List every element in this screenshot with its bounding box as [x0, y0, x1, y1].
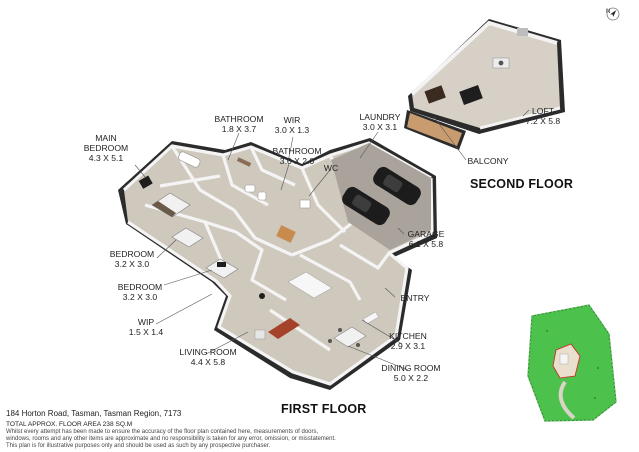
room-dims: 1.5 x 1.4 — [128, 327, 164, 337]
room-name: LOFT — [532, 106, 554, 116]
room-dims: 3.0 x 2.0 — [279, 156, 315, 166]
room-name: LAUNDRY — [359, 112, 401, 122]
room-name: BEDROOM — [117, 282, 163, 292]
room-label-balcony: BALCONY — [466, 156, 510, 166]
room-name: WIP — [137, 317, 155, 327]
kitchen-island-icon — [287, 271, 333, 299]
first-floor-plan — [118, 131, 437, 390]
bedroom-2-bed-icon — [205, 258, 239, 279]
first-floor-title: FIRST FLOOR — [281, 402, 367, 416]
room-name: GARAGE — [407, 229, 445, 239]
room-dims: 3.0 x 1.3 — [274, 125, 310, 135]
garage-car-1-icon — [373, 166, 421, 206]
room-dims: 5.0 x 2.2 — [393, 373, 429, 383]
garage-car-2-icon — [342, 186, 390, 226]
room-name: LIVING ROOM — [179, 347, 237, 357]
room-name: BATHROOM — [272, 146, 322, 156]
room-name: WIR — [283, 115, 301, 125]
room-dims: 4.4 x 5.8 — [190, 357, 226, 367]
room-label-bedroom-1: BEDROOM 3.2 x 3.0 — [104, 249, 160, 269]
bathroom-bath-icon — [177, 151, 201, 168]
room-dims: 3.2 x 3.0 — [122, 292, 158, 302]
room-label-bedroom-2: BEDROOM 3.2 x 3.0 — [112, 282, 168, 302]
main-bedroom-bed-icon — [151, 192, 191, 218]
room-name: BATHROOM — [214, 114, 264, 124]
loft-desk-icon — [492, 57, 510, 69]
total-floor-area: TOTAL APPROX. FLOOR AREA 238 SQ.M — [6, 421, 133, 428]
bedroom-1-bed-icon — [171, 227, 204, 248]
room-label-laundry: LAUNDRY 3.0 x 3.1 — [352, 112, 408, 132]
disclaimer-line-3: This plan is for illustrative purposes o… — [6, 443, 271, 449]
room-name: WC — [323, 163, 339, 173]
compass-icon — [606, 7, 620, 21]
site-house-footprint — [552, 343, 581, 379]
second-floor-title: SECOND FLOOR — [470, 177, 574, 191]
dining-table-icon — [328, 326, 367, 348]
room-label-entry: ENTRY — [396, 293, 434, 303]
second-floor-plan — [404, 19, 565, 161]
loft-ottoman-icon — [459, 85, 483, 105]
room-dims: 3.2 x 3.0 — [114, 259, 150, 269]
room-name: KITCHEN — [389, 331, 427, 341]
room-name: BEDROOM — [109, 249, 155, 259]
disclaimer-line-1: Whilst every attempt has been made to en… — [6, 429, 319, 435]
room-label-dining-room: DINING ROOM 5.0 x 2.2 — [378, 363, 444, 383]
disclaimer-line-2: windows, rooms and any other items are a… — [6, 436, 336, 442]
room-name: DINING ROOM — [381, 363, 441, 373]
main-bedroom-armchair-icon — [138, 175, 153, 189]
room-label-loft: LOFT 7.2 x 5.8 — [518, 106, 568, 126]
room-label-wip: WIP 1.5 x 1.4 — [126, 317, 166, 337]
room-label-main-bedroom: MAIN BEDROOM 4.3 x 5.1 — [76, 133, 136, 163]
room-dims: 7.2 x 5.8 — [525, 116, 561, 126]
site-plan-inset — [527, 304, 617, 422]
room-dims: 3.0 x 3.1 — [362, 122, 398, 132]
loft-sofa-icon — [424, 85, 446, 104]
room-label-bathroom-1: BATHROOM 1.8 x 3.7 — [208, 114, 270, 134]
living-room-sofa-icon — [254, 318, 300, 340]
room-dims: 2.9 x 3.1 — [390, 341, 426, 351]
room-dims: 6.1 x 5.8 — [408, 239, 444, 249]
room-name: BALCONY — [467, 156, 509, 166]
room-name: MAIN BEDROOM — [83, 133, 129, 153]
room-dims: 4.3 x 5.1 — [88, 153, 124, 163]
room-dims: 1.8 x 3.7 — [221, 124, 257, 134]
room-name: ENTRY — [400, 293, 430, 303]
room-label-wc: WC — [320, 163, 342, 173]
room-label-living-room: LIVING ROOM 4.4 x 5.8 — [176, 347, 240, 367]
bathroom-2-fixtures-icon — [244, 184, 267, 201]
room-label-wir: WIR 3.0 x 1.3 — [266, 115, 318, 135]
property-address: 184 Horton Road, Tasman, Tasman Region, … — [6, 409, 182, 418]
compass-label: N — [606, 9, 611, 15]
room-label-garage: GARAGE 6.1 x 5.8 — [400, 229, 452, 249]
room-label-bathroom-2: BATHROOM 3.0 x 2.0 — [266, 146, 328, 166]
room-label-kitchen: KITCHEN 2.9 x 3.1 — [380, 331, 436, 351]
